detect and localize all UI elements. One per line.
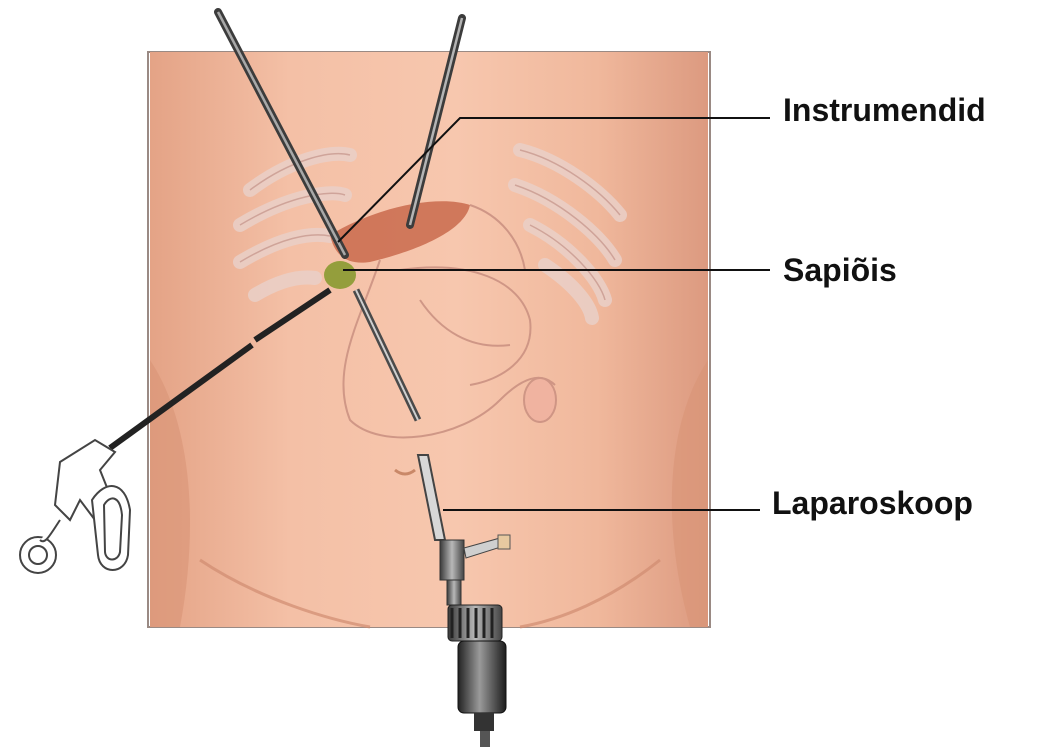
label-laparoscope: Laparoskoop (772, 487, 973, 519)
gallbladder (324, 261, 356, 289)
label-gallbladder: Sapiõis (783, 254, 897, 286)
label-instruments: Instrumendid (783, 94, 986, 126)
